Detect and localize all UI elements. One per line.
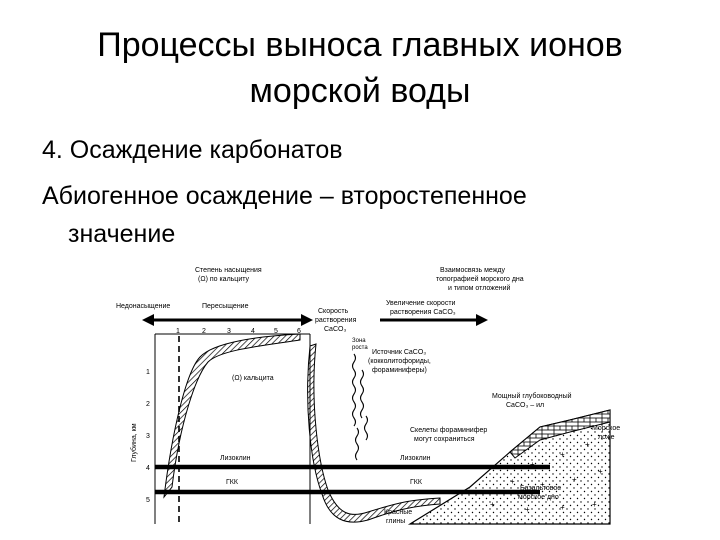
sinking-particles [351,353,369,461]
sources-label: Источник CaCO₃ [372,349,426,356]
depth-ticks: 1 2 3 4 5 [146,369,150,504]
shells-label-2: могут сохраниться [414,436,475,443]
thick-ooze-label-2: CaCO₃ – ил [506,402,544,409]
text-line-2: Абиогенное осаждение – второстепенное [42,182,527,210]
dissolution-rate-label: Скорость [318,308,349,315]
red-clay-label-2: глины [386,518,405,525]
svg-text:+: + [592,500,597,509]
sources-label-3: фораминиферы) [372,367,427,374]
saturation-header: Степень насыщения [195,267,262,274]
omega-tick-4: 4 [251,328,255,335]
depth-tick-3: 3 [146,433,150,440]
red-clay-label: Красные [384,509,412,516]
carbonate-diagram: Степень насыщения (Ω) по кальциту Недона… [116,267,620,525]
depth-tick-2: 2 [146,401,150,408]
svg-text:+: + [560,503,565,512]
slide-title: Процессы выноса главных ионов морской во… [0,22,720,114]
sources-label-2: (кокколитофориды, [368,358,431,365]
gkk-label-left: ГКК [226,479,239,486]
depth-tick-4: 4 [146,465,150,472]
svg-text:+: + [510,477,515,486]
omega-calcite-curve [163,333,301,499]
undersaturation-label: Недонасыщение [116,303,170,310]
omega-tick-2: 2 [202,328,206,335]
omega-tick-5: 5 [274,328,278,335]
text-line-3: значение [68,220,176,248]
omega-tick-1: 1 [176,328,180,335]
svg-text:+: + [530,460,535,469]
zone-label: Зона [352,338,366,344]
svg-text:+: + [525,505,530,514]
title-line-1: Процессы выноса главных ионов [97,26,623,64]
dissolution-curve [307,343,441,523]
dissolution-rate-label-3: CaCO₃ [324,326,346,333]
depth-axis-label: Глубина, км [130,423,138,462]
omega-tick-3: 3 [227,328,231,335]
lysocline-label-left: Лизоклин [220,455,251,462]
zone-label-2: роста [352,345,368,351]
title-line-2: морской воды [249,72,471,110]
sea-floor-label-2: ложе [598,434,615,441]
svg-text:+: + [598,467,603,476]
basalt-crosses: + + + + + + + + + + + [490,440,603,514]
shells-label: Скелеты фораминифер [410,427,487,434]
basalt-label: Базальтовое [520,485,561,492]
saturation-header-2: (Ω) по кальциту [198,276,250,283]
growth-text-2: растворения CaCO₃ [390,309,456,316]
depth-tick-5: 5 [146,497,150,504]
svg-text:+: + [585,440,590,449]
dissolution-rate-label-2: растворения [315,317,357,324]
omega-curve-label: (Ω) кальцита [232,375,274,382]
oversaturation-label: Пересыщение [202,303,249,310]
svg-text:+: + [572,475,577,484]
growth-text: Увеличение скорости [386,300,456,307]
depth-tick-1: 1 [146,369,150,376]
relation-text: Взаимосвязь между [440,267,506,274]
lysocline-label-right: Лизоклин [400,455,431,462]
carbonate-ooze [509,409,611,459]
dissolution-growth-arrow [380,314,488,326]
thick-ooze-label: Мощный глубоководный [492,392,572,400]
basalt-label-2: морское дно [518,494,559,501]
relation-text-2: топографией морского дна [436,275,524,283]
omega-tick-6: 6 [297,328,301,335]
svg-text:+: + [560,450,565,459]
relation-text-3: и типом отложений [448,284,511,292]
svg-text:+: + [540,480,545,489]
sea-floor-label: Морское [592,425,620,432]
omega-ticks: 1 2 3 4 5 6 [176,328,301,335]
svg-text:+: + [490,500,495,509]
saturation-arrow [142,314,313,326]
text-line-1: 4. Осаждение карбонатов [42,136,343,164]
gkk-label-right: ГКК [410,479,423,486]
